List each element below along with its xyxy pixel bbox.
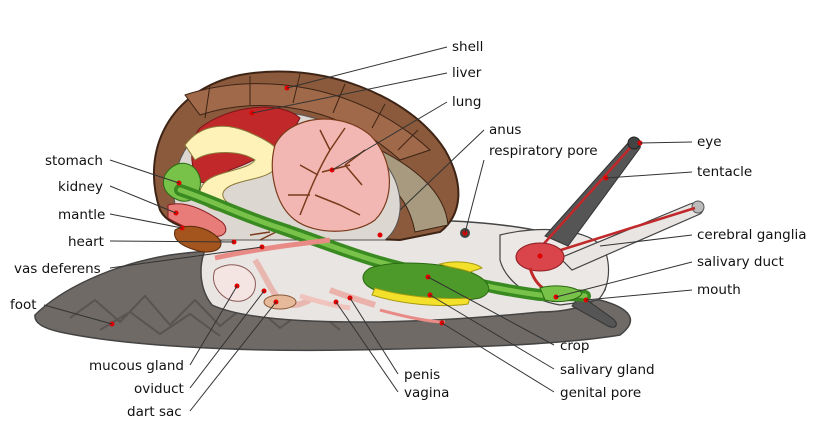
leader-liver <box>251 72 448 114</box>
leader-mantle <box>109 213 183 229</box>
tentacle-nerve <box>539 147 696 257</box>
leader-vas-deferens <box>109 246 263 269</box>
foot-texture <box>69 294 341 337</box>
leader-heart <box>109 240 235 243</box>
leader-shell <box>286 46 448 89</box>
leader-lines <box>43 46 693 412</box>
dot-liver-2 <box>377 232 383 238</box>
label-respiratory-pore: respiratory pore <box>489 143 598 159</box>
label-oviduct: oviduct <box>134 381 184 397</box>
label-mantle: mantle <box>58 207 105 223</box>
buccal-mass <box>539 285 583 303</box>
leader-dart-sac <box>189 301 277 412</box>
vagina <box>299 293 351 311</box>
label-dart-sac: dart sac <box>127 404 182 420</box>
leader-crop <box>427 276 555 346</box>
leader-salivary-gland <box>429 294 555 370</box>
labels: shell liver lung anus respiratory pore e… <box>10 39 806 420</box>
mucous-gland <box>213 264 256 302</box>
salivary-gland-upper <box>438 261 483 273</box>
leader-eye <box>639 141 693 144</box>
label-heart: heart <box>68 234 104 250</box>
crop <box>362 262 490 302</box>
penis <box>328 287 376 308</box>
leader-cerebral-ganglia <box>599 234 693 247</box>
leader-lung <box>331 101 448 171</box>
label-tentacle: tentacle <box>697 164 752 180</box>
label-genital-pore: genital pore <box>560 385 641 401</box>
dot-cerebral-ganglia <box>537 253 543 259</box>
label-vas-deferens: vas deferens <box>14 261 101 277</box>
label-liver: liver <box>452 65 482 81</box>
salivary-gland <box>371 287 471 307</box>
leader-penis <box>349 297 399 375</box>
leader-respiratory-pore <box>464 159 485 234</box>
label-kidney: kidney <box>58 179 103 195</box>
leader-genital-pore <box>441 322 555 393</box>
shell-band-outer <box>184 83 431 161</box>
label-mouth: mouth <box>697 282 741 298</box>
leader-mucous-gland <box>189 285 238 366</box>
leader-oviduct <box>189 290 265 389</box>
shell-growth-lines <box>204 73 419 151</box>
label-mucous-gland: mucous gland <box>89 358 184 374</box>
leader-stomach <box>109 159 180 184</box>
label-cerebral-ganglia: cerebral ganglia <box>697 227 806 243</box>
heart <box>173 225 222 253</box>
label-foot: foot <box>10 297 37 313</box>
leader-vagina <box>335 301 399 393</box>
label-crop: crop <box>560 338 590 354</box>
vas-deferens <box>214 237 331 261</box>
lower-tentacle-tip <box>691 200 705 214</box>
leader-mouth <box>585 289 693 301</box>
label-salivary-duct: salivary duct <box>697 254 784 270</box>
leader-kidney <box>109 185 177 214</box>
label-salivary-gland: salivary gland <box>560 362 655 378</box>
leader-foot <box>43 304 113 325</box>
label-shell: shell <box>452 39 483 55</box>
label-lung: lung <box>452 94 481 110</box>
label-stomach: stomach <box>45 153 103 169</box>
leader-anus <box>399 129 485 211</box>
label-eye: eye <box>697 134 722 150</box>
label-vagina: vagina <box>404 385 449 401</box>
leader-tentacle <box>605 171 693 179</box>
label-penis: penis <box>404 367 440 383</box>
label-anus: anus <box>489 122 521 138</box>
lung <box>271 118 391 232</box>
lip-tentacle <box>571 294 617 328</box>
leader-salivary-duct <box>555 261 693 298</box>
dart-sac <box>263 294 297 310</box>
